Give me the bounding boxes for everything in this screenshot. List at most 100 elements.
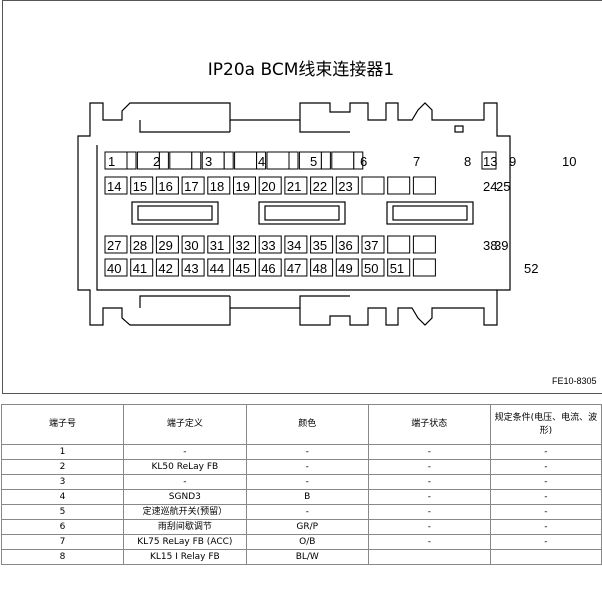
pin-cavity	[181, 235, 205, 254]
table-cell: 5	[1, 504, 124, 520]
pin-cavity	[104, 258, 128, 277]
pin-cavity	[335, 258, 359, 277]
pin-label: 1	[108, 154, 115, 169]
table-cell: -	[367, 534, 491, 550]
pin-label: 35	[313, 238, 327, 253]
pin-label: 22	[313, 179, 327, 194]
pin-label: 21	[287, 179, 301, 194]
pin-label: 47	[287, 261, 301, 276]
pin-label: 8	[464, 154, 471, 169]
table-cell: GR/P	[245, 519, 369, 535]
table-cell: BL/W	[245, 549, 369, 565]
pin-cavity	[258, 176, 282, 195]
figure-code: FE10-8305	[552, 376, 597, 386]
pin-label: 4	[258, 154, 265, 169]
pin-cavity	[233, 235, 256, 254]
pin-label: 16	[158, 179, 172, 194]
table-cell: -	[245, 504, 369, 520]
header-pin-status: 端子状态	[367, 404, 491, 445]
pin-label: 41	[133, 261, 147, 276]
figure-title: IP20a BCM线束连接器1	[207, 60, 395, 80]
table-cell: -	[367, 444, 491, 460]
pin-cavity	[234, 151, 258, 170]
table-cell: 7	[1, 534, 124, 550]
pin-label: 39	[494, 238, 508, 253]
pin-cavity	[191, 151, 202, 170]
pin-cavity	[335, 235, 359, 254]
pin-label: 15	[133, 179, 147, 194]
table-cell	[367, 549, 491, 565]
pin-label: 43	[184, 261, 198, 276]
table-cell: 1	[1, 444, 124, 460]
pin-label: 9	[509, 154, 516, 169]
table-cell: KL75 ReLay FB (ACC)	[122, 534, 247, 550]
pin-cavity	[130, 235, 154, 254]
pin-label: 25	[496, 179, 510, 194]
pin-cavity	[284, 176, 308, 195]
connector-figure	[2, 0, 602, 394]
pin-cavity	[181, 258, 205, 277]
header-color: 颜色	[245, 404, 369, 445]
pin-cavity	[310, 176, 334, 195]
table-cell: O/B	[245, 534, 369, 550]
pin-cavity	[361, 176, 385, 195]
table-cell: 8	[1, 549, 124, 565]
pin-cavity	[481, 151, 497, 170]
table-cell: -	[122, 444, 247, 460]
pin-cavity	[104, 235, 128, 254]
pin-label: 38	[483, 238, 497, 253]
pin-cavity	[169, 151, 193, 170]
pin-label: 19	[236, 179, 250, 194]
table-cell: -	[367, 459, 491, 475]
table-cell: -	[122, 474, 247, 490]
pin-cavity	[288, 151, 299, 170]
table-cell: -	[489, 459, 602, 475]
table-cell: 定速巡航开关(预留）	[122, 504, 247, 520]
table-cell: KL15 I Relay FB	[122, 549, 247, 565]
pin-label: 17	[184, 179, 198, 194]
pin-label: 52	[524, 261, 538, 276]
table-cell: 4	[1, 489, 124, 505]
pin-label: 37	[364, 238, 378, 253]
pin-cavity	[353, 151, 364, 170]
table-cell: -	[489, 519, 602, 535]
table-row: 3----	[1, 474, 602, 490]
pin-label: 14	[107, 179, 121, 194]
pin-cavity	[361, 235, 385, 254]
pin-cavity	[284, 235, 308, 254]
table-header-row: 端子号 端子定义 颜色 端子状态 规定条件(电压、电流、波形)	[1, 404, 602, 445]
table-cell: -	[489, 534, 602, 550]
pin-label: 44	[210, 261, 224, 276]
pin-cavity	[158, 151, 169, 170]
pin-label: 18	[210, 179, 224, 194]
pin-label: 34	[287, 238, 301, 253]
connector-housing	[77, 102, 511, 326]
table-cell: -	[367, 519, 491, 535]
table-cell: -	[367, 474, 491, 490]
pin-cavity	[104, 176, 128, 195]
table-cell: -	[245, 444, 369, 460]
pin-label: 51	[390, 261, 404, 276]
pin-cavity	[387, 235, 411, 254]
pin-cavity	[233, 176, 256, 195]
pin-cavity	[130, 176, 154, 195]
pin-label: 31	[210, 238, 224, 253]
table-cell: -	[245, 474, 369, 490]
table-cell: -	[367, 489, 491, 505]
pin-label: 24	[483, 179, 497, 194]
table-cell: B	[245, 489, 369, 505]
pin-label: 40	[107, 261, 121, 276]
pin-cavity	[155, 258, 179, 277]
pin-label: 33	[261, 238, 275, 253]
pin-label: 3	[205, 154, 212, 169]
pin-cavity	[233, 258, 256, 277]
pin-cavity	[361, 258, 385, 277]
pin-label: 7	[413, 154, 420, 169]
pin-cavity	[331, 151, 355, 170]
